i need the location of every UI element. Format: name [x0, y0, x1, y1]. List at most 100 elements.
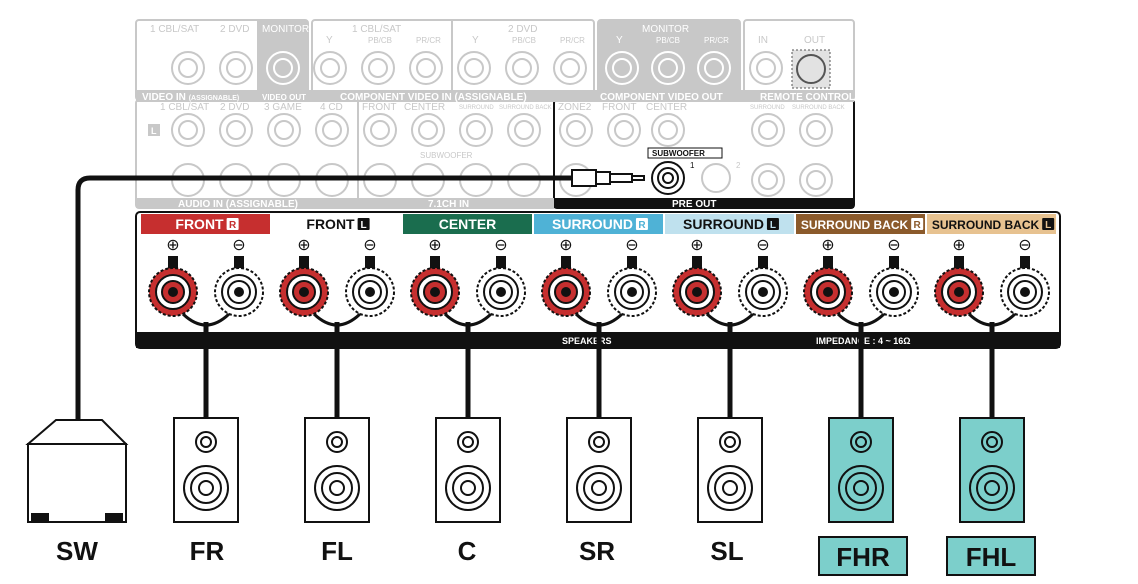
plus-symbol: ⊕	[428, 237, 441, 254]
audio-input-3-label: 3 GAME	[264, 102, 302, 113]
video-input-1-label: 1 CBL/SAT	[150, 24, 199, 35]
audio-input-4-label: 4 CD	[320, 102, 343, 113]
channel-band	[927, 214, 1056, 234]
channel-badge: R	[638, 220, 646, 231]
ch71-subwoofer-label: SUBWOOFER	[420, 151, 473, 160]
tweeter-dome	[855, 436, 867, 448]
component-y1-label: Y	[326, 35, 333, 46]
minus-terminal-hole	[365, 287, 375, 297]
speaker-box	[697, 417, 763, 523]
rca-jacks-row1	[171, 51, 783, 85]
speaker-box	[959, 417, 1025, 523]
minus-terminal-hole	[627, 287, 637, 297]
speaker-label-fl: FL	[321, 536, 353, 566]
channel-badge-box	[1042, 218, 1055, 230]
minus-symbol: ⊖	[625, 237, 638, 254]
remote-out-label: OUT	[804, 35, 825, 46]
speaker-label-c: C	[457, 536, 477, 566]
channel-band	[403, 214, 532, 234]
plus-terminal-hole	[299, 287, 309, 297]
channel-badge: L	[361, 220, 367, 231]
component-out-pb-label: PB/CB	[656, 36, 680, 45]
woofer-dust-cap	[329, 480, 345, 496]
terminal-stem	[168, 256, 178, 272]
preout-center-label: CENTER	[646, 102, 687, 113]
channel-badge-box	[357, 218, 370, 230]
woofer-dust-cap	[853, 480, 869, 496]
component-monitor-label: MONITOR	[642, 24, 689, 35]
preout-surround-back-label: SURROUND BACK	[792, 105, 845, 111]
component-pb1-label: PB/CB	[368, 36, 392, 45]
speakers-label: SPEAKERS	[562, 336, 612, 346]
channel-label: SURROUND BACK	[932, 218, 1040, 232]
component-pr2-label: PR/CR	[560, 36, 585, 45]
speaker-box	[828, 417, 894, 523]
terminal-stem	[234, 256, 244, 272]
rca-plug	[571, 169, 645, 187]
plus-terminal-hole	[168, 287, 178, 297]
audio-input-2-label: 2 DVD	[220, 102, 249, 113]
plus-symbol: ⊕	[559, 237, 572, 254]
audio-input-1-label: 1 CBL/SAT	[160, 102, 209, 113]
terminals: ⊕⊖⊕⊖⊕⊖⊕⊖⊕⊖⊕⊖⊕⊖	[148, 237, 1050, 317]
tweeter-dome	[986, 436, 998, 448]
speaker-box	[304, 417, 370, 523]
subwoofer-cable	[75, 175, 572, 420]
channel-badge-box	[911, 218, 924, 230]
minus-terminal-hole	[889, 287, 899, 297]
minus-symbol: ⊖	[756, 237, 769, 254]
component-input-2-label: 2 DVD	[508, 24, 537, 35]
channel-band	[796, 214, 925, 234]
ch71-surround-back-label: SURROUND BACK	[499, 105, 552, 111]
subwoofer-tag-label: SUBWOOFER	[652, 149, 705, 158]
tweeter-dome	[462, 436, 474, 448]
terminal-stem	[823, 256, 833, 272]
woofer-dust-cap	[722, 480, 738, 496]
plus-symbol: ⊕	[297, 237, 310, 254]
minus-symbol: ⊖	[494, 237, 507, 254]
monitor-jacks	[266, 51, 731, 85]
channel-label: SURROUND	[552, 216, 633, 232]
terminal-stem	[889, 256, 899, 272]
speaker-label-fhl: FHL	[946, 536, 1036, 576]
channel-band	[665, 214, 794, 234]
channel-badge-box	[635, 218, 648, 230]
woofer-dust-cap	[591, 480, 607, 496]
terminal-stem	[430, 256, 440, 272]
speaker-boxes	[173, 417, 1025, 523]
sub-num-1: 1	[690, 161, 695, 170]
channel-badge: L	[1045, 220, 1051, 231]
channel-badge-box	[226, 218, 239, 230]
channel-band	[534, 214, 663, 234]
plus-terminal-hole	[561, 287, 571, 297]
tweeter-dome	[593, 436, 605, 448]
minus-symbol: ⊖	[363, 237, 376, 254]
subwoofer-preout-jack: SUBWOOFER 1 2	[647, 147, 741, 195]
rca-jacks-row2	[171, 113, 541, 197]
component-y2-label: Y	[472, 35, 479, 46]
video-out-label: VIDEO OUT	[262, 93, 306, 102]
ch71-front-label: FRONT	[362, 102, 396, 113]
channel-badge: R	[914, 220, 922, 231]
plus-symbol: ⊕	[166, 237, 179, 254]
channel-label: FRONT	[175, 216, 224, 232]
plus-terminal-hole	[823, 287, 833, 297]
channel-badge-box	[766, 218, 779, 230]
plus-symbol: ⊕	[821, 237, 834, 254]
minus-symbol: ⊖	[1018, 237, 1031, 254]
speaker-label-sr: SR	[578, 536, 616, 566]
plus-terminal-hole	[430, 287, 440, 297]
video-in-label: VIDEO IN (ASSIGNABLE)	[142, 92, 239, 103]
minus-terminal-hole	[1020, 287, 1030, 297]
tweeter-dome	[200, 436, 212, 448]
minus-terminal-hole	[758, 287, 768, 297]
component-out-label: COMPONENT VIDEO OUT	[600, 92, 723, 103]
channel-label: SURROUND BACK	[801, 218, 909, 232]
speaker-box	[435, 417, 501, 523]
speaker-wires	[181, 312, 1017, 418]
video-input-2-label: 2 DVD	[220, 24, 249, 35]
channel-label: SURROUND	[683, 216, 764, 232]
preout-surround-label: SURROUND	[750, 105, 785, 111]
